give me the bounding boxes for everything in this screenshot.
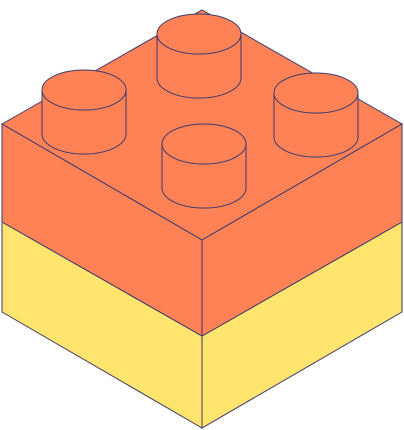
stud-back: [156, 13, 242, 99]
brick-studs: [41, 13, 359, 209]
stud-front: [161, 123, 247, 209]
top-brick-right-face: [201, 123, 403, 337]
stud-right: [273, 72, 359, 158]
stud-left: [41, 69, 127, 155]
